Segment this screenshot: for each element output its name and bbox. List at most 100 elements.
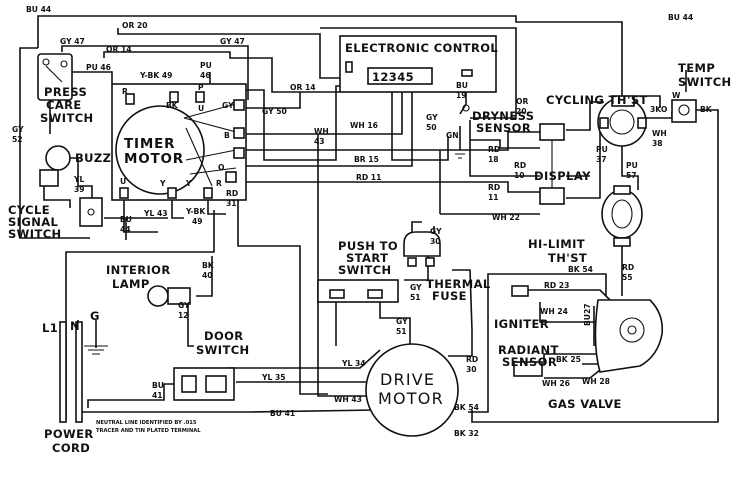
timer-term-y: Y xyxy=(159,179,166,188)
wire-rd18: RD xyxy=(488,145,500,154)
interior-lamp: INTERIOR LAMP xyxy=(106,263,191,307)
timer-motor: TIMER MOTOR R BK P U GY B U Y Y O R xyxy=(111,83,247,201)
wire-ybk49: Y-BK xyxy=(185,207,206,216)
timer-label-1: TIMER xyxy=(124,136,175,152)
wire-rd11: RD xyxy=(488,183,500,192)
wire-gy51: 51 xyxy=(396,327,407,336)
wire-wh38: WH xyxy=(652,129,667,138)
press-care-switch: PRESS CARE SWITCH xyxy=(37,53,94,125)
cycle-signal-label-3: SWITCH xyxy=(8,227,62,241)
press-care-label-2: CARE xyxy=(46,98,82,112)
wire-wh43: 43 xyxy=(314,137,325,146)
display-label: DISPLAY xyxy=(534,169,591,183)
timer-term-gy: GY xyxy=(222,101,234,110)
neutral-note-1: NEUTRAL LINE IDENTIFIED BY .015 xyxy=(96,420,197,426)
wire-br15: BR 15 xyxy=(354,155,379,164)
wire-bk54: BK 54 xyxy=(568,265,593,274)
press-care-label-3: SWITCH xyxy=(40,111,94,125)
cycle-signal-switch: CYCLE SIGNAL SWITCH xyxy=(8,197,103,241)
cord-g: G xyxy=(90,309,100,323)
power-cord: L1 N G POWER CORD NEUTRAL LINE IDENTIFIE… xyxy=(42,309,201,455)
wire-wh22: WH 22 xyxy=(492,213,520,222)
hi-limit-thermostat: HI-LIMIT TH'ST xyxy=(528,185,643,265)
drive-motor-label-1: DRIVE xyxy=(380,370,435,389)
wire-or20: 20 xyxy=(516,107,527,116)
wire-pu37: PU xyxy=(596,145,608,154)
temp-switch-label-2: SWITCH xyxy=(678,75,732,89)
wire-wh28: WH 28 xyxy=(582,377,610,386)
wire-bu27: BU27 xyxy=(583,303,592,326)
igniter-label: IGNITER xyxy=(494,317,549,331)
radiant-sensor-label-1: RADIANT xyxy=(498,343,559,357)
wire-bk40: 40 xyxy=(202,271,213,280)
temp-term-w: W xyxy=(672,91,681,100)
electronic-control: ELECTRONIC CONTROL 12345 xyxy=(339,35,498,93)
drive-motor-label-2: MOTOR xyxy=(378,389,444,408)
wire-rd55: 55 xyxy=(622,273,633,282)
control-terminal-numbers: 12345 xyxy=(372,70,414,84)
door-switch: DOOR SWITCH xyxy=(173,329,249,401)
wire-labels: BU 44 BU 44 OR 20 GY 47 GY 47 OR 14 PU 4… xyxy=(12,5,693,438)
wire-gy52: GY xyxy=(12,125,24,134)
wire-gy52: 52 xyxy=(12,135,23,144)
dryness-label-2: SENSOR xyxy=(476,121,531,135)
wire-or20: OR 20 xyxy=(122,21,148,30)
wire-wh24: WH 24 xyxy=(540,307,568,316)
interior-lamp-label-1: INTERIOR xyxy=(106,263,171,277)
timer-term-r2: R xyxy=(216,179,222,188)
cycle-signal-label-2: SIGNAL xyxy=(8,215,59,229)
wire-bk25: BK 25 xyxy=(556,355,581,364)
wire-rd23: RD 23 xyxy=(544,281,569,290)
wire-rd11: RD 11 xyxy=(356,173,381,182)
wire-rd10: RD xyxy=(514,161,526,170)
buzzer: BUZZER xyxy=(39,145,129,187)
cycling-thermostat: CYCLING TH'ST xyxy=(546,93,647,147)
wire-ybk49: 49 xyxy=(192,217,203,226)
drive-motor: DRIVE MOTOR xyxy=(365,343,459,437)
door-switch-label-1: DOOR xyxy=(204,329,244,343)
wire-bu41: 41 xyxy=(152,391,163,400)
wire-bu41: BU xyxy=(152,381,164,390)
wire-bu19: 19 xyxy=(456,91,467,100)
wire-bu44: 44 xyxy=(120,225,131,234)
wire-rd30: 30 xyxy=(466,365,477,374)
wire-gy12: GY xyxy=(178,301,190,310)
wire-bk32: BK 32 xyxy=(454,429,479,438)
electronic-control-label: ELECTRONIC CONTROL xyxy=(345,41,498,55)
temp-switch: TEMP SWITCH 3KO W BK xyxy=(650,61,732,123)
wire-yl39: 39 xyxy=(74,185,85,194)
thermal-fuse: THERMAL FUSE xyxy=(403,231,491,303)
timer-term-y2: Y xyxy=(185,179,192,188)
wire-wh38: 38 xyxy=(652,139,663,148)
gas-valve-label: GAS VALVE xyxy=(548,397,622,411)
wire-gy30: GY xyxy=(430,227,442,236)
wire-pu46: 46 xyxy=(200,71,211,80)
gn-label: GN xyxy=(446,131,459,140)
wire-gy47: GY 47 xyxy=(220,37,245,46)
gas-valve: GAS VALVE IGNITER RADIANT SENSOR xyxy=(494,285,664,411)
wire-gy51: GY xyxy=(410,283,422,292)
timer-term-b: B xyxy=(224,131,230,140)
wire-gy51: 51 xyxy=(410,293,421,302)
wire-pu46: PU xyxy=(200,61,212,70)
timer-term-o: O xyxy=(218,163,225,172)
wire-wh26: WH 26 xyxy=(542,379,570,388)
wire-pu46: PU 46 xyxy=(86,63,111,72)
wire-wh43: WH xyxy=(314,127,329,136)
push-to-start-label-3: SWITCH xyxy=(338,263,392,277)
wire-gy47: GY 47 xyxy=(60,37,85,46)
interior-lamp-label-2: LAMP xyxy=(112,277,150,291)
press-care-label-1: PRESS xyxy=(44,85,87,99)
wire-bu44: BU 44 xyxy=(668,13,693,22)
radiant-sensor-label-2: SENSOR xyxy=(502,355,557,369)
wire-rd55: RD xyxy=(622,263,634,272)
wire-pu37: 37 xyxy=(596,155,607,164)
hi-limit-label-2: TH'ST xyxy=(548,251,587,265)
wire-wh16: WH 16 xyxy=(350,121,378,130)
timer-term-bk: BK xyxy=(166,101,179,110)
wire-rd11: 11 xyxy=(488,193,499,202)
dryness-sensor: DRYNESS SENSOR GN xyxy=(446,104,534,159)
wire-bu44: BU xyxy=(120,215,132,224)
timer-term-u: U xyxy=(198,104,204,113)
